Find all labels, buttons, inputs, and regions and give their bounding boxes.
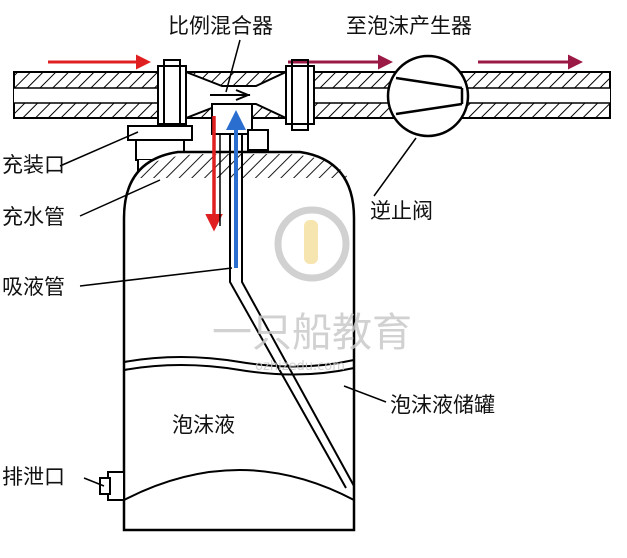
label-to-generator: 至泡沫产生器 xyxy=(346,14,472,38)
label-mixer: 比例混合器 xyxy=(168,14,273,38)
label-drain-port: 排泄口 xyxy=(2,465,65,489)
label-suction-pipe: 吸液管 xyxy=(2,275,65,299)
label-foam-tank: 泡沫液储罐 xyxy=(390,393,495,417)
tank-neck-fitting xyxy=(248,130,268,150)
watermark-url: ozhizedu.com xyxy=(255,359,345,374)
check-valve xyxy=(388,56,468,136)
label-water-pipe: 充水管 xyxy=(2,205,65,229)
label-fill-port: 充装口 xyxy=(2,153,65,177)
watermark-name: 一只船教育 xyxy=(212,310,412,356)
label-foam-liquid: 泡沫液 xyxy=(172,413,235,437)
label-check-valve: 逆止阀 xyxy=(370,199,433,223)
